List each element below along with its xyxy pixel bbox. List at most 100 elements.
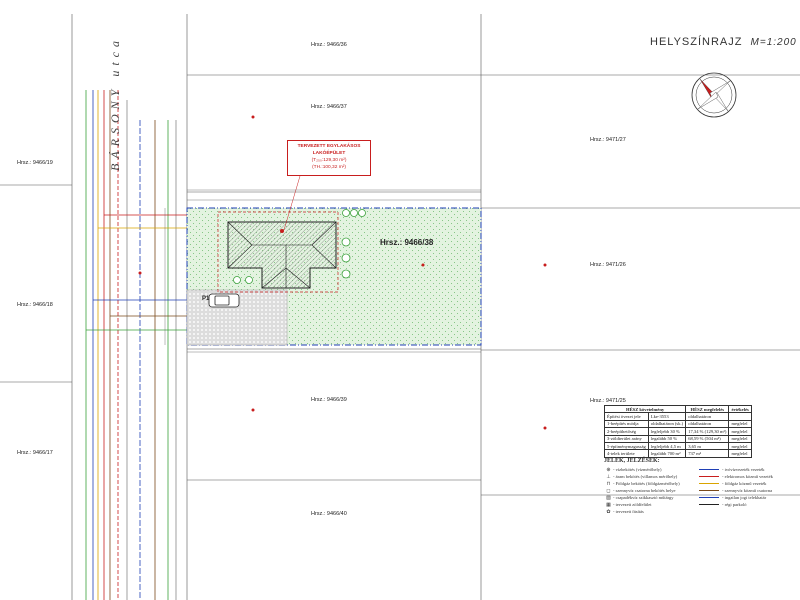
legend-text: - régi parkoló: [722, 502, 747, 507]
legend-symbol-icon: ⊕: [606, 467, 611, 473]
legend-line-swatch: [699, 504, 719, 505]
callout-leader: [283, 175, 301, 231]
legend-left: ⊥- áram bekötés (villamos mérőhely): [604, 474, 699, 480]
title-name: HELYSZÍNRAJZ: [650, 36, 743, 48]
building-marker: [280, 229, 284, 233]
street-name: BÁRSONY utca: [108, 36, 122, 171]
legend-left: ▨- csapadékvíz szikkasztó műtárgy: [604, 495, 699, 501]
table-cell: legfeljebb 4,5 m: [647, 441, 687, 451]
legend-right: - ivóvízvezeték vezeték: [699, 467, 794, 472]
legend-symbol-icon: ◻: [606, 488, 611, 494]
parking-label: P1: [202, 296, 210, 302]
legend-text: - tervezett zöldfelület: [613, 502, 652, 507]
legend-text: - elektromos közmű vezeték: [722, 474, 773, 479]
legend-text: - tervezett fásítás: [613, 509, 644, 514]
tree-icon: [233, 209, 366, 284]
legend-line-swatch: [699, 476, 719, 477]
regulation-table: HÉSZ követelmény HÉSZ megfelelés értékel…: [603, 404, 752, 458]
parcel-lines: [0, 14, 800, 600]
legend: JELEK, JELZÉSEK: ⊕- vízbekötés (vízmérőh…: [604, 458, 794, 515]
legend-text: - szennyvíz közmű csatorna: [722, 488, 773, 493]
table-cell: megfelel: [728, 434, 752, 443]
table-cell: megfelel: [728, 427, 752, 436]
legend-symbol-icon: ▨: [606, 495, 611, 501]
table-cell: 737 m²: [685, 449, 730, 458]
legend-symbol-icon: ⊥: [606, 474, 611, 480]
legend-line-swatch: [699, 497, 719, 498]
legend-item: ⊕- vízbekötés (vízmérőhely) - ivóvízvezet…: [604, 466, 794, 473]
building-envelope: [217, 211, 339, 293]
legend-text: - áram bekötés (villamos mérőhely): [613, 474, 678, 479]
title-scale: M=1:200: [750, 37, 797, 48]
table-cell: legfeljebb 30 %: [647, 427, 687, 436]
callout-line2: LAKÓÉPÜLET: [312, 151, 346, 156]
legend-item: ▨- csapadékvíz szikkasztó műtárgy - ingat…: [604, 494, 794, 501]
parcel-label: Hrsz.: 9466/40: [311, 511, 347, 517]
legend-right: - régi parkoló: [699, 502, 794, 507]
table-cell: 1-beépítés módja: [604, 419, 649, 429]
table-cell: oldalhatáron: [685, 412, 730, 421]
parcel-label: Hrsz.: 9466/17: [17, 450, 53, 456]
parcel-label: Hrsz.: 9471/26: [590, 262, 626, 268]
callout-line1: TERVEZETT EGYLAKÁSOS: [297, 144, 361, 149]
legend-symbol-icon: ⊓: [606, 481, 611, 487]
legend-left: ⊓- Földgáz bekötés (földgázmérőhely): [604, 481, 699, 487]
parcel-label: Hrsz.: 9466/18: [17, 302, 53, 308]
legend-left: ▦- tervezett zöldfelület: [604, 502, 699, 508]
legend-item: ⊓- Földgáz bekötés (földgázmérőhely) - fö…: [604, 480, 794, 487]
legend-text: - földgáz közmű vezeték: [722, 481, 767, 486]
parcel-label: Hrsz.: 9466/36: [311, 42, 347, 48]
legend-right: - földgáz közmű vezeték: [699, 481, 794, 486]
table-cell: megfelel: [728, 441, 752, 451]
legend-line-swatch: [699, 469, 719, 470]
legend-item: ▦- tervezett zöldfelület - régi parkoló: [604, 501, 794, 508]
legend-line-swatch: [699, 490, 719, 491]
table-cell: megfelel: [728, 419, 752, 429]
legend-rows: ⊕- vízbekötés (vízmérőhely) - ivóvízvezet…: [604, 466, 794, 515]
legend-right: - ingatlan jogi telekhatár: [699, 495, 794, 500]
legend-left: ⊕- vízbekötés (vízmérőhely): [604, 467, 699, 473]
table-cell: oldalhatáron: [685, 419, 730, 429]
legend-right: - szennyvíz közmű csatorna: [699, 488, 794, 493]
parcel-label: Hrsz.: 9471/27: [590, 137, 626, 143]
legend-left: ◻- szennyvíz csatorna bekötés helye: [604, 488, 699, 494]
table-cell: megfelel: [728, 449, 752, 458]
main-parcel-label: Hrsz.: 9466/38: [380, 238, 434, 247]
legend-left: ✿- tervezett fásítás: [604, 509, 699, 515]
table-cell: [728, 412, 752, 421]
table-cell: oldalhatáron (sk.): [647, 419, 687, 429]
legend-right: - elektromos közmű vezeték: [699, 474, 794, 479]
table-cell: 2-beépíthetőség: [604, 427, 649, 436]
callout-line4: (TH.:100,32 m²): [312, 165, 346, 170]
legend-text: - ivóvízvezeték vezeték: [722, 467, 765, 472]
table-cell: 3-zöldterület arány: [604, 434, 649, 443]
car-icon: [208, 293, 240, 308]
legend-text: - csapadékvíz szikkasztó műtárgy: [613, 495, 674, 500]
table-cell: legalább 700 m²: [647, 449, 687, 458]
parcel-label: Hrsz.: 9466/19: [17, 160, 53, 166]
table-cell: Építési övezet jele: [604, 412, 649, 421]
table-header: HÉSZ megfelelés: [685, 404, 730, 414]
legend-text: - szennyvíz csatorna bekötés helye: [613, 488, 676, 493]
legend-text: - Földgáz bekötés (földgázmérőhely): [613, 481, 680, 486]
table-cell: Lke-3553: [647, 412, 687, 421]
legend-text: - ingatlan jogi telekhatár: [722, 495, 767, 500]
legend-item: ✿- tervezett fásítás: [604, 508, 794, 515]
table-header-row: HÉSZ követelmény HÉSZ megfelelés értékel…: [603, 404, 752, 414]
table-cell: 4-telek területe: [604, 449, 649, 458]
parcel-label: Hrsz.: 9466/37: [311, 104, 347, 110]
table-cell: 17,34 % (129,30 m²): [685, 427, 730, 436]
compass-rose-icon: [691, 72, 737, 118]
callout-line3: (T₂₅₀:129,30 m²): [311, 158, 347, 163]
legend-heading: JELEK, JELZÉSEK:: [604, 458, 660, 464]
house-roof: [227, 221, 337, 289]
table-header: értékelés: [728, 404, 752, 414]
utility-lines: [85, 90, 187, 600]
legend-item: ◻- szennyvíz csatorna bekötés helye- sze…: [604, 487, 794, 494]
